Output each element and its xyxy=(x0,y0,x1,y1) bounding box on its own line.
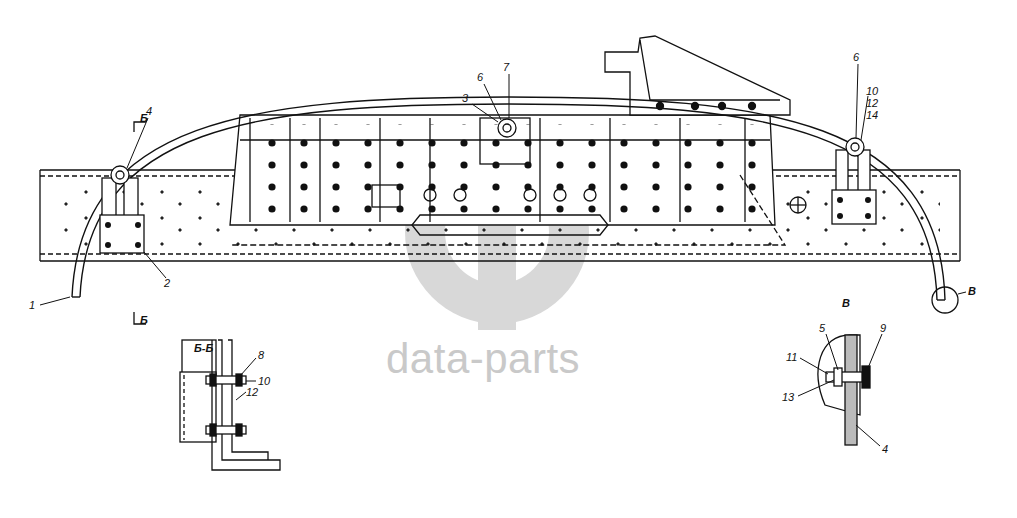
fender-mount xyxy=(100,119,958,313)
callout-number: 9 xyxy=(880,322,886,334)
section-title: Б-Б xyxy=(194,342,213,354)
callout-number: 2 xyxy=(164,277,170,289)
callout-number: 14 xyxy=(866,109,878,121)
watermark-text: data-parts xyxy=(386,336,580,382)
callout-number: 12 xyxy=(246,386,258,398)
view-title: В xyxy=(842,297,850,309)
section-detail xyxy=(180,340,280,470)
section-marker xyxy=(134,122,146,324)
view-detail xyxy=(818,335,870,445)
callout-number: 8 xyxy=(258,349,264,361)
callout-number: 13 xyxy=(782,391,794,403)
callout-number: 7 xyxy=(503,61,509,73)
callout-number: 12 xyxy=(866,97,878,109)
view-marker: В xyxy=(968,285,976,297)
saddle-support xyxy=(605,36,790,115)
callout-number: 4 xyxy=(146,105,152,117)
callout-number: 6 xyxy=(853,51,859,63)
callout-number: 11 xyxy=(786,351,797,363)
bracket-plate xyxy=(230,115,785,245)
leader-line xyxy=(40,64,966,446)
callout-number: 6 xyxy=(477,71,483,83)
section-marker: Б xyxy=(140,314,148,326)
callout-number: 10 xyxy=(258,375,270,387)
callout-number: 4 xyxy=(882,443,888,455)
callout-number: 5 xyxy=(819,322,825,334)
fender xyxy=(72,97,945,300)
callout-number: 3 xyxy=(462,92,468,104)
callout-number: 1 xyxy=(29,299,35,311)
callout-number: 10 xyxy=(866,85,878,97)
